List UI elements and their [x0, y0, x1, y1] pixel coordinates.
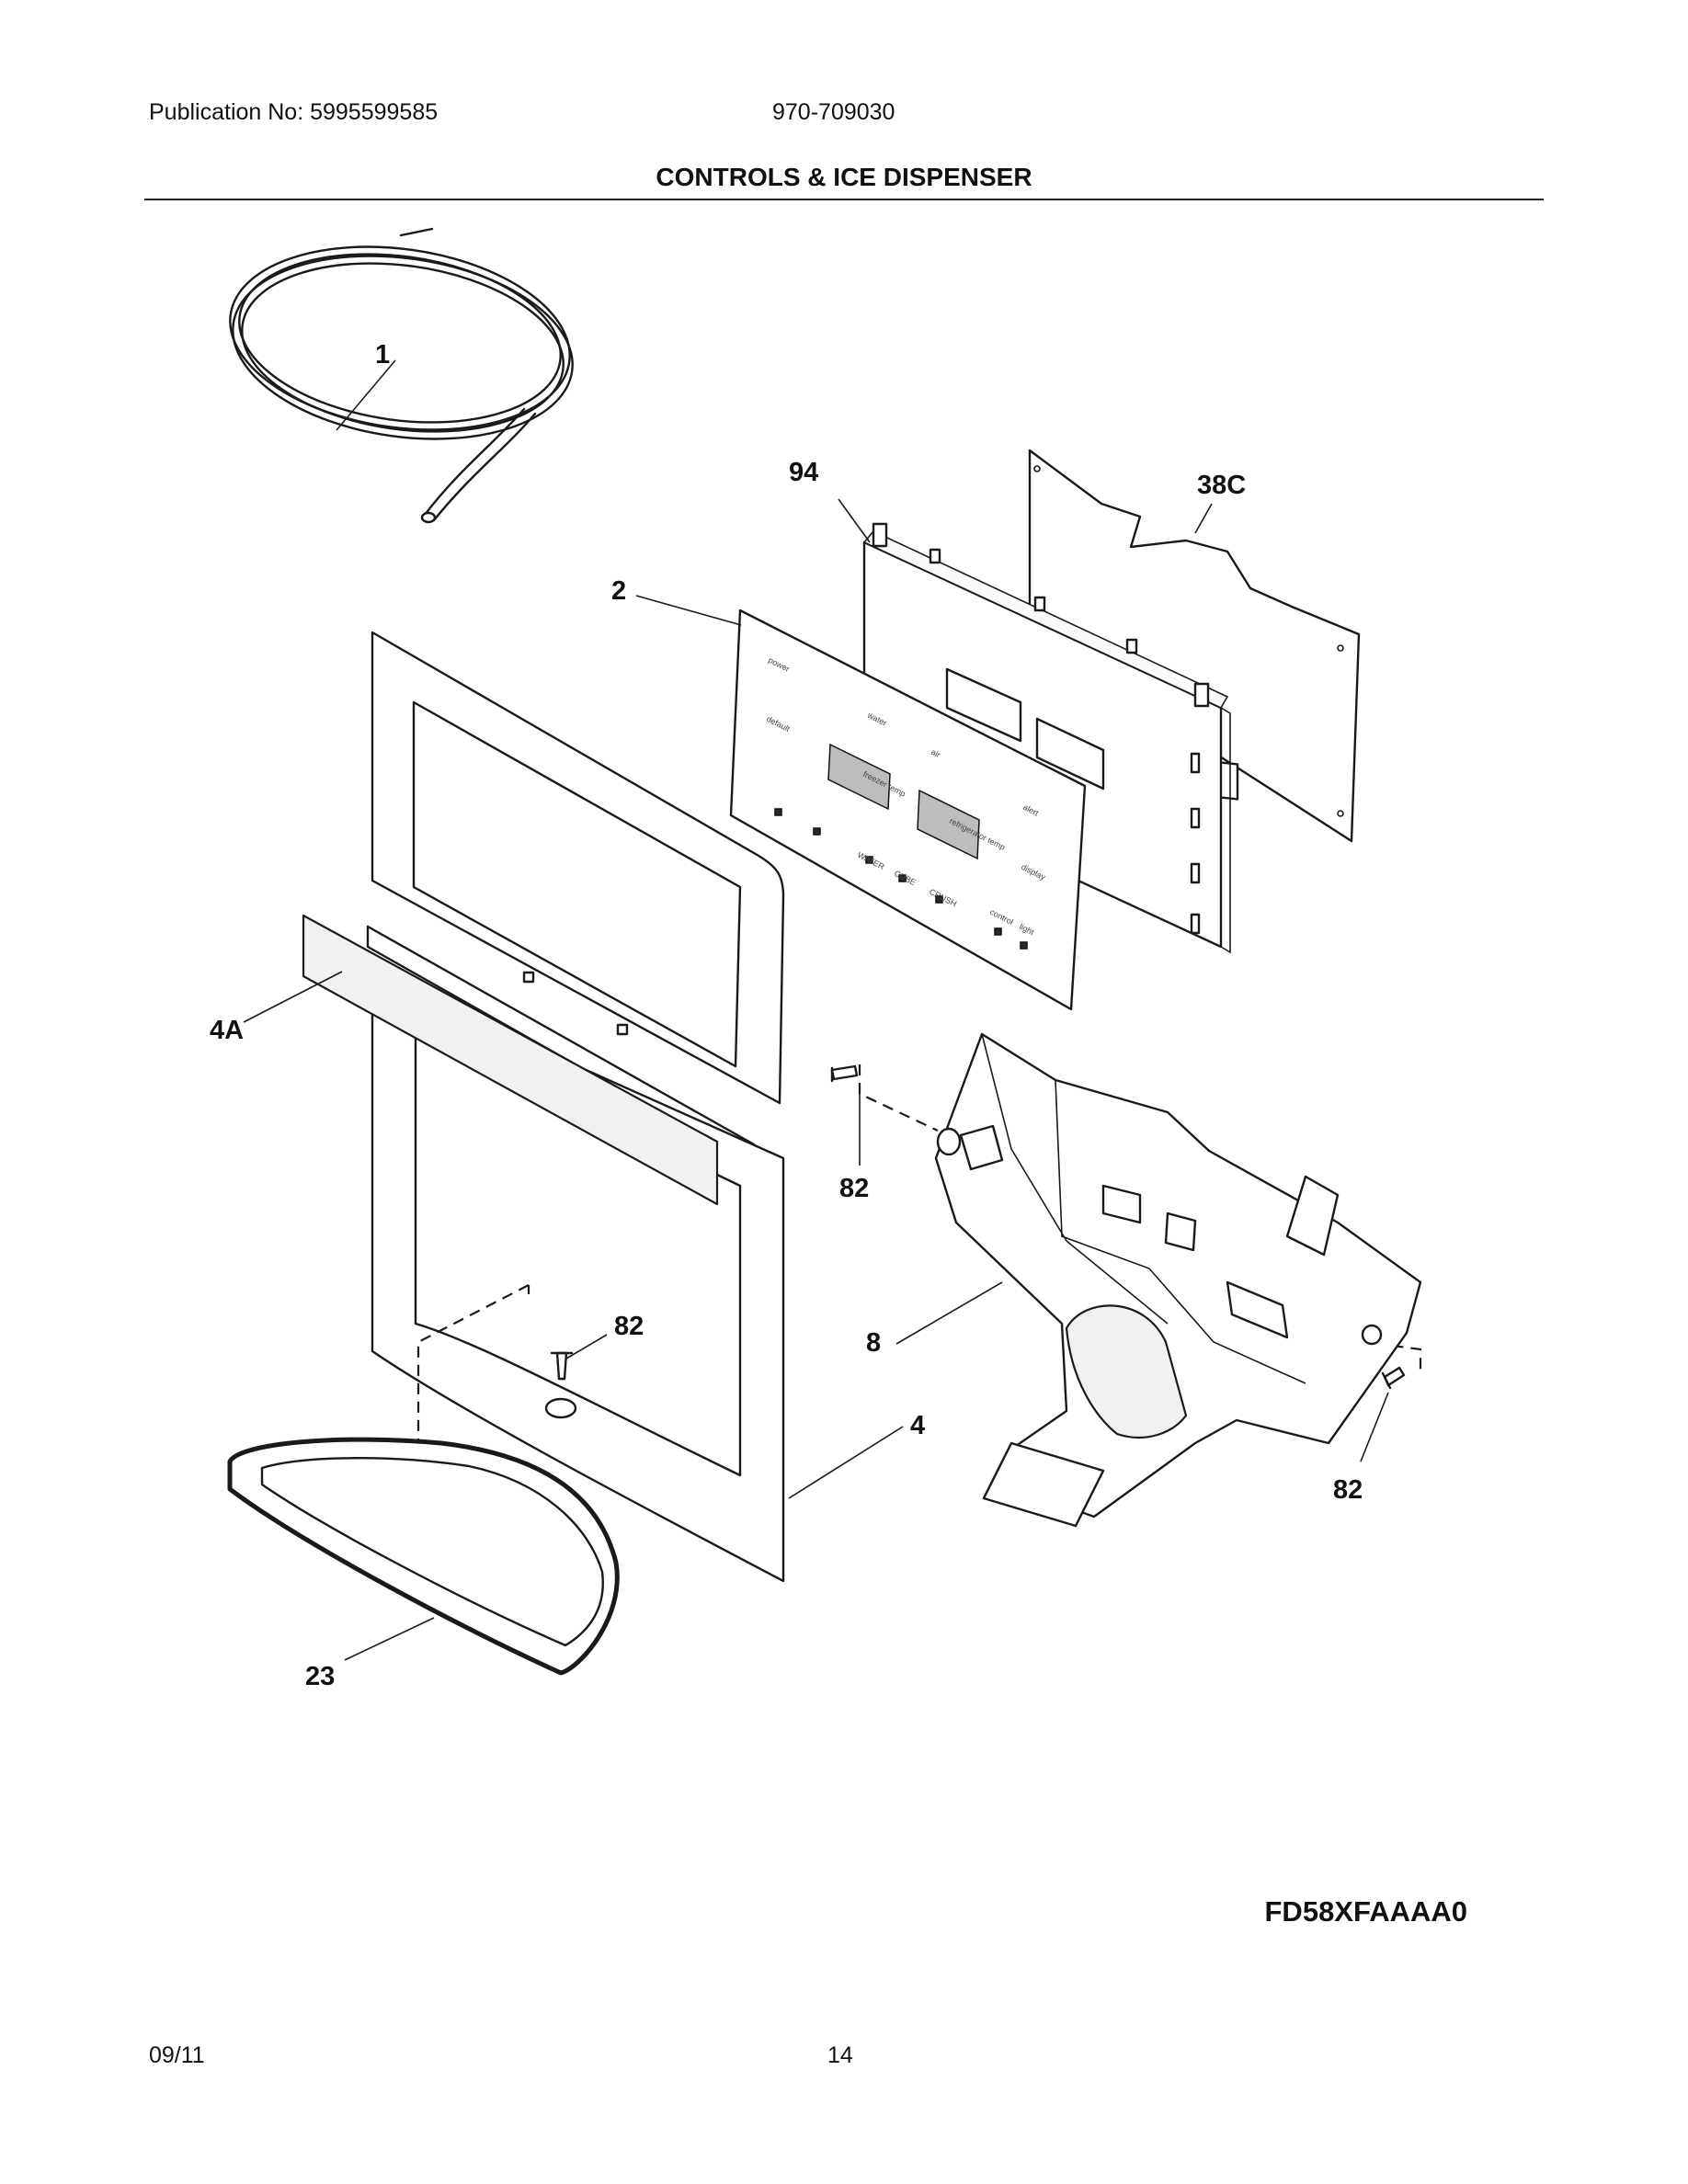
callout-94: 94: [789, 458, 818, 487]
callout-82-bottom: 82: [614, 1312, 644, 1341]
part-screw-upper: [830, 1064, 859, 1083]
alignment-line-screw-left: [858, 1064, 939, 1132]
callout-1: 1: [375, 340, 390, 370]
svg-text:air: air: [930, 747, 941, 759]
leader-line-82-bottom: [565, 1334, 608, 1359]
leader-line-4a: [243, 971, 343, 1023]
leader-line-2: [635, 595, 742, 626]
callout-8: 8: [866, 1328, 881, 1358]
callout-23: 23: [305, 1662, 335, 1691]
leader-line-38c: [1194, 503, 1213, 534]
part-ice-chute-assembly: [934, 1032, 1422, 1528]
leader-line-94: [838, 498, 871, 543]
callout-82-right: 82: [1333, 1475, 1363, 1505]
leader-line-4: [788, 1426, 904, 1499]
leader-line-23: [344, 1617, 435, 1661]
model-number: FD58XFAAAA0: [1264, 1895, 1468, 1928]
publication-date: 09/11: [149, 2042, 205, 2068]
publication-number: Publication No: 5995599585: [149, 99, 439, 125]
callout-2: 2: [611, 576, 626, 606]
leader-line-82-right: [1360, 1392, 1389, 1462]
header-rule: [144, 199, 1544, 200]
part-drip-tray: [227, 1437, 620, 1676]
part-trim-strip: [302, 914, 719, 1206]
callout-38c: 38C: [1197, 471, 1246, 500]
callout-4a: 4A: [210, 1016, 244, 1045]
part-control-overlay: power default water air freezer temp ref…: [729, 609, 1087, 1011]
leader-line-1: [336, 359, 396, 431]
leader-line-8: [895, 1281, 1003, 1345]
callout-82-upper: 82: [839, 1174, 869, 1203]
page-number: 14: [827, 2042, 853, 2068]
part-tubing-coil: [229, 227, 574, 524]
part-screw-right: [1381, 1366, 1406, 1390]
part-screw-bottom: [550, 1351, 574, 1381]
callout-4: 4: [910, 1411, 925, 1440]
page-title: CONTROLS & ICE DISPENSER: [656, 163, 1032, 191]
document-number: 970-709030: [772, 99, 895, 125]
